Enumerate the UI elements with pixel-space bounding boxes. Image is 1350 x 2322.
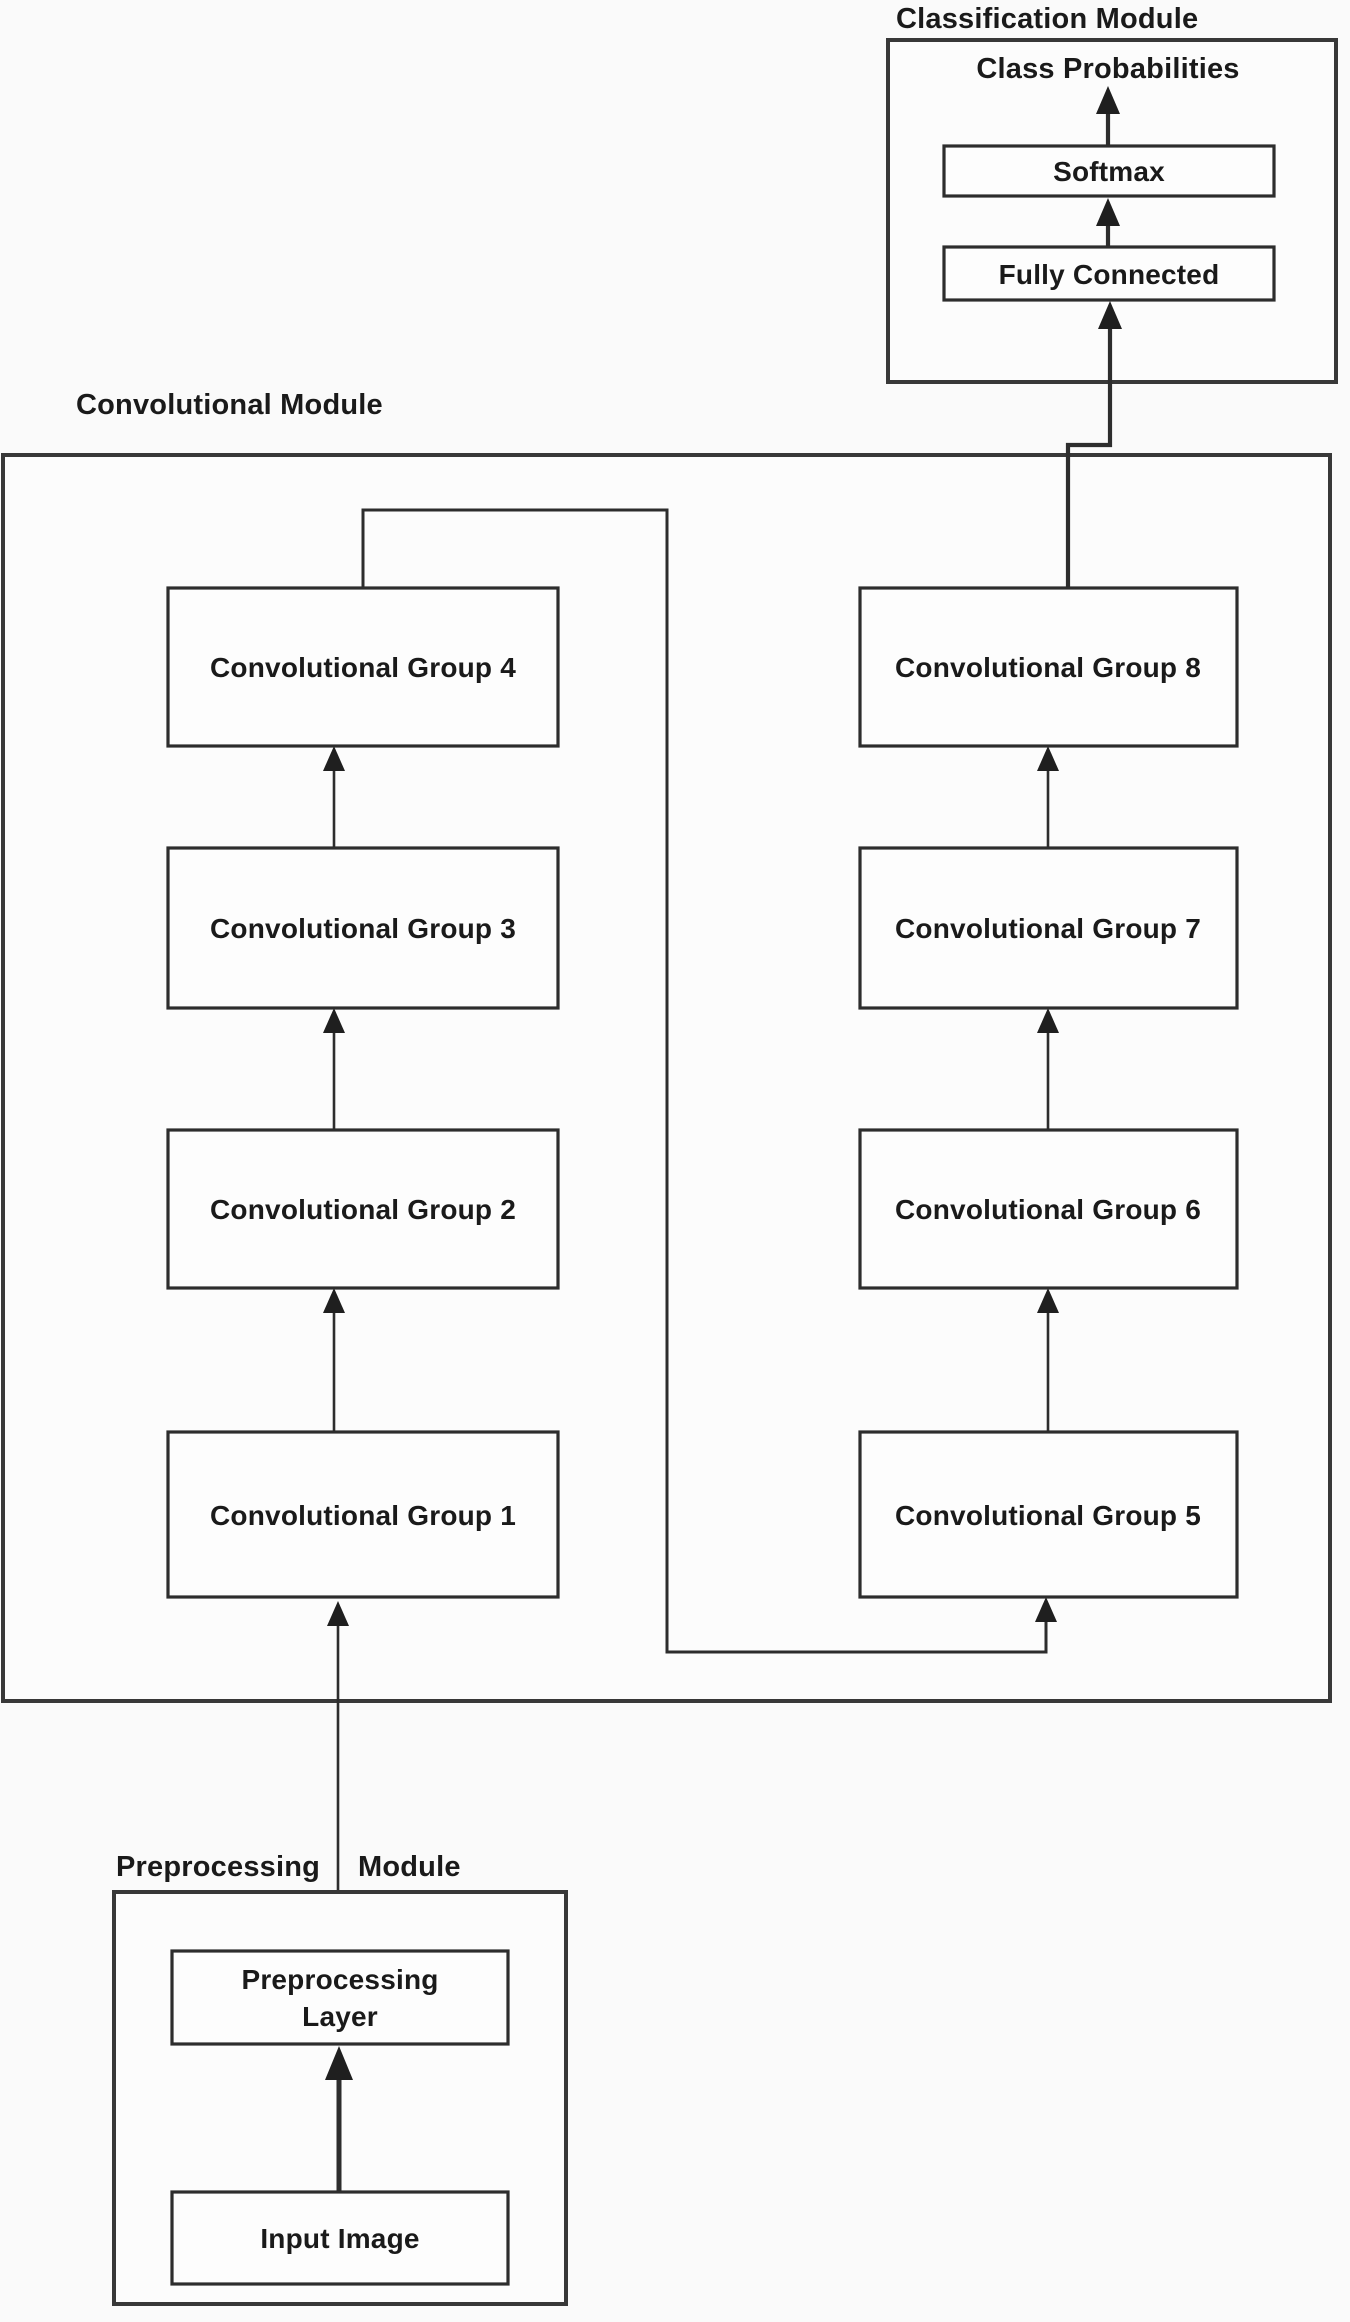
class-probabilities-label: Class Probabilities xyxy=(976,53,1239,85)
arrow-group2-to-group3-head xyxy=(323,1008,345,1033)
classification-module-title: Classification Module xyxy=(896,3,1198,35)
group6-label: Convolutional Group 6 xyxy=(895,1194,1201,1225)
group3-label: Convolutional Group 3 xyxy=(210,913,516,944)
group4-box xyxy=(166,586,560,748)
group5-box xyxy=(858,1430,1239,1599)
arrow-group1-to-group2-head xyxy=(323,1288,345,1313)
group8-label: Convolutional Group 8 xyxy=(895,652,1201,683)
group8-node: Convolutional Group 8 xyxy=(858,586,1239,748)
arrow-into-group5-head xyxy=(1035,1597,1057,1622)
group5-node: Convolutional Group 5 xyxy=(858,1430,1239,1599)
preprocessing-layer-box xyxy=(170,1949,510,2046)
arrow-softmax-to-output-head xyxy=(1096,86,1120,114)
arrow-group3-to-group4-head xyxy=(323,746,345,771)
group5-label: Convolutional Group 5 xyxy=(895,1500,1201,1531)
arrow-into-fully-connected-head xyxy=(1098,301,1122,329)
group6-box xyxy=(858,1128,1239,1290)
group6-node: Convolutional Group 6 xyxy=(858,1128,1239,1290)
group2-box xyxy=(166,1128,560,1290)
arrow-group6-to-group7-head xyxy=(1037,1008,1059,1033)
group3-box xyxy=(166,846,560,1010)
preprocessing-module-title-word1: Preprocessing xyxy=(116,1851,320,1883)
fully-connected-label: Fully Connected xyxy=(999,259,1220,290)
preprocessing-layer-label-line1: Preprocessing xyxy=(241,1964,438,1995)
arrow-into-group1-head xyxy=(327,1601,349,1626)
group1-label: Convolutional Group 1 xyxy=(210,1500,516,1531)
fully-connected-box xyxy=(942,245,1276,302)
preprocessing-module-title-word2: Module xyxy=(358,1851,461,1883)
group7-node: Convolutional Group 7 xyxy=(858,846,1239,1010)
group7-label: Convolutional Group 7 xyxy=(895,913,1201,944)
input-image-label: Input Image xyxy=(260,2223,419,2254)
connector-group8-to-fully-connected xyxy=(1065,312,1113,588)
arrow-fc-to-softmax-head xyxy=(1096,198,1120,226)
group7-box xyxy=(858,846,1239,1010)
arrow-input-to-layer-head xyxy=(325,2046,353,2080)
group3-node: Convolutional Group 3 xyxy=(166,846,560,1010)
group8-box xyxy=(858,586,1239,748)
group2-node: Convolutional Group 2 xyxy=(166,1128,560,1290)
group2-label: Convolutional Group 2 xyxy=(210,1194,516,1225)
softmax-box xyxy=(942,144,1276,198)
group4-label: Convolutional Group 4 xyxy=(210,652,516,683)
preprocessing-layer-label-line2: Layer xyxy=(302,2001,378,2032)
input-image-box xyxy=(170,2190,510,2286)
arrow-group7-to-group8-head xyxy=(1037,746,1059,771)
group1-node: Convolutional Group 1 xyxy=(166,1430,560,1599)
convolutional-module-title: Convolutional Module xyxy=(76,389,383,421)
group1-box xyxy=(166,1430,560,1599)
group4-node: Convolutional Group 4 xyxy=(166,586,560,748)
arrow-group5-to-group6-head xyxy=(1037,1288,1059,1313)
softmax-label: Softmax xyxy=(1053,156,1165,187)
connector-group4-to-group5 xyxy=(361,508,1048,1654)
